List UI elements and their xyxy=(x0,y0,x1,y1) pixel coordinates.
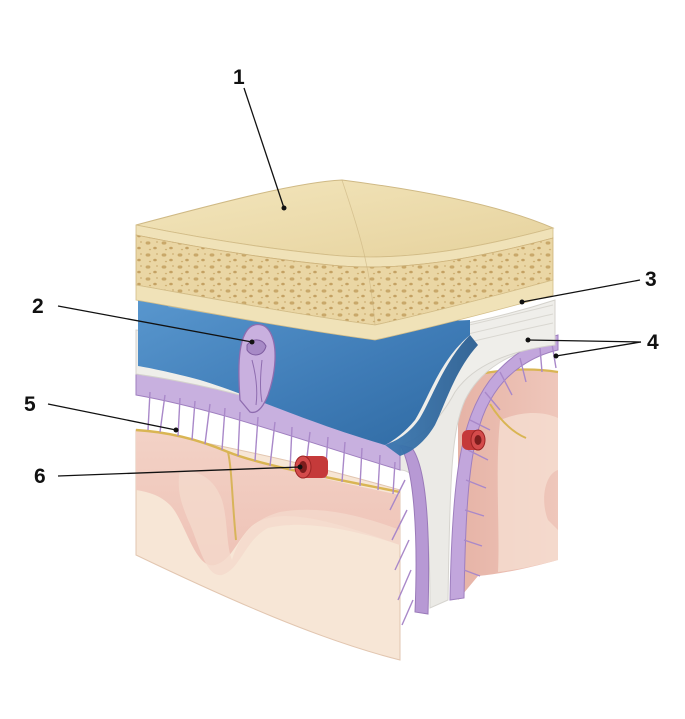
label-1: 1 xyxy=(233,66,245,89)
label-5: 5 xyxy=(24,393,36,416)
callout-labels: 1 2 3 4 5 6 xyxy=(24,66,659,488)
label-6: 6 xyxy=(34,465,46,488)
skull-bone xyxy=(135,179,555,341)
cerebral-vessel-right xyxy=(462,429,486,451)
label-2: 2 xyxy=(32,295,44,318)
label-3: 3 xyxy=(645,268,657,291)
callout-leaders xyxy=(47,87,642,477)
arachnoid-trabeculae xyxy=(147,391,414,626)
label-4: 4 xyxy=(647,331,659,354)
arachnoid-trabeculae-right xyxy=(463,343,557,577)
